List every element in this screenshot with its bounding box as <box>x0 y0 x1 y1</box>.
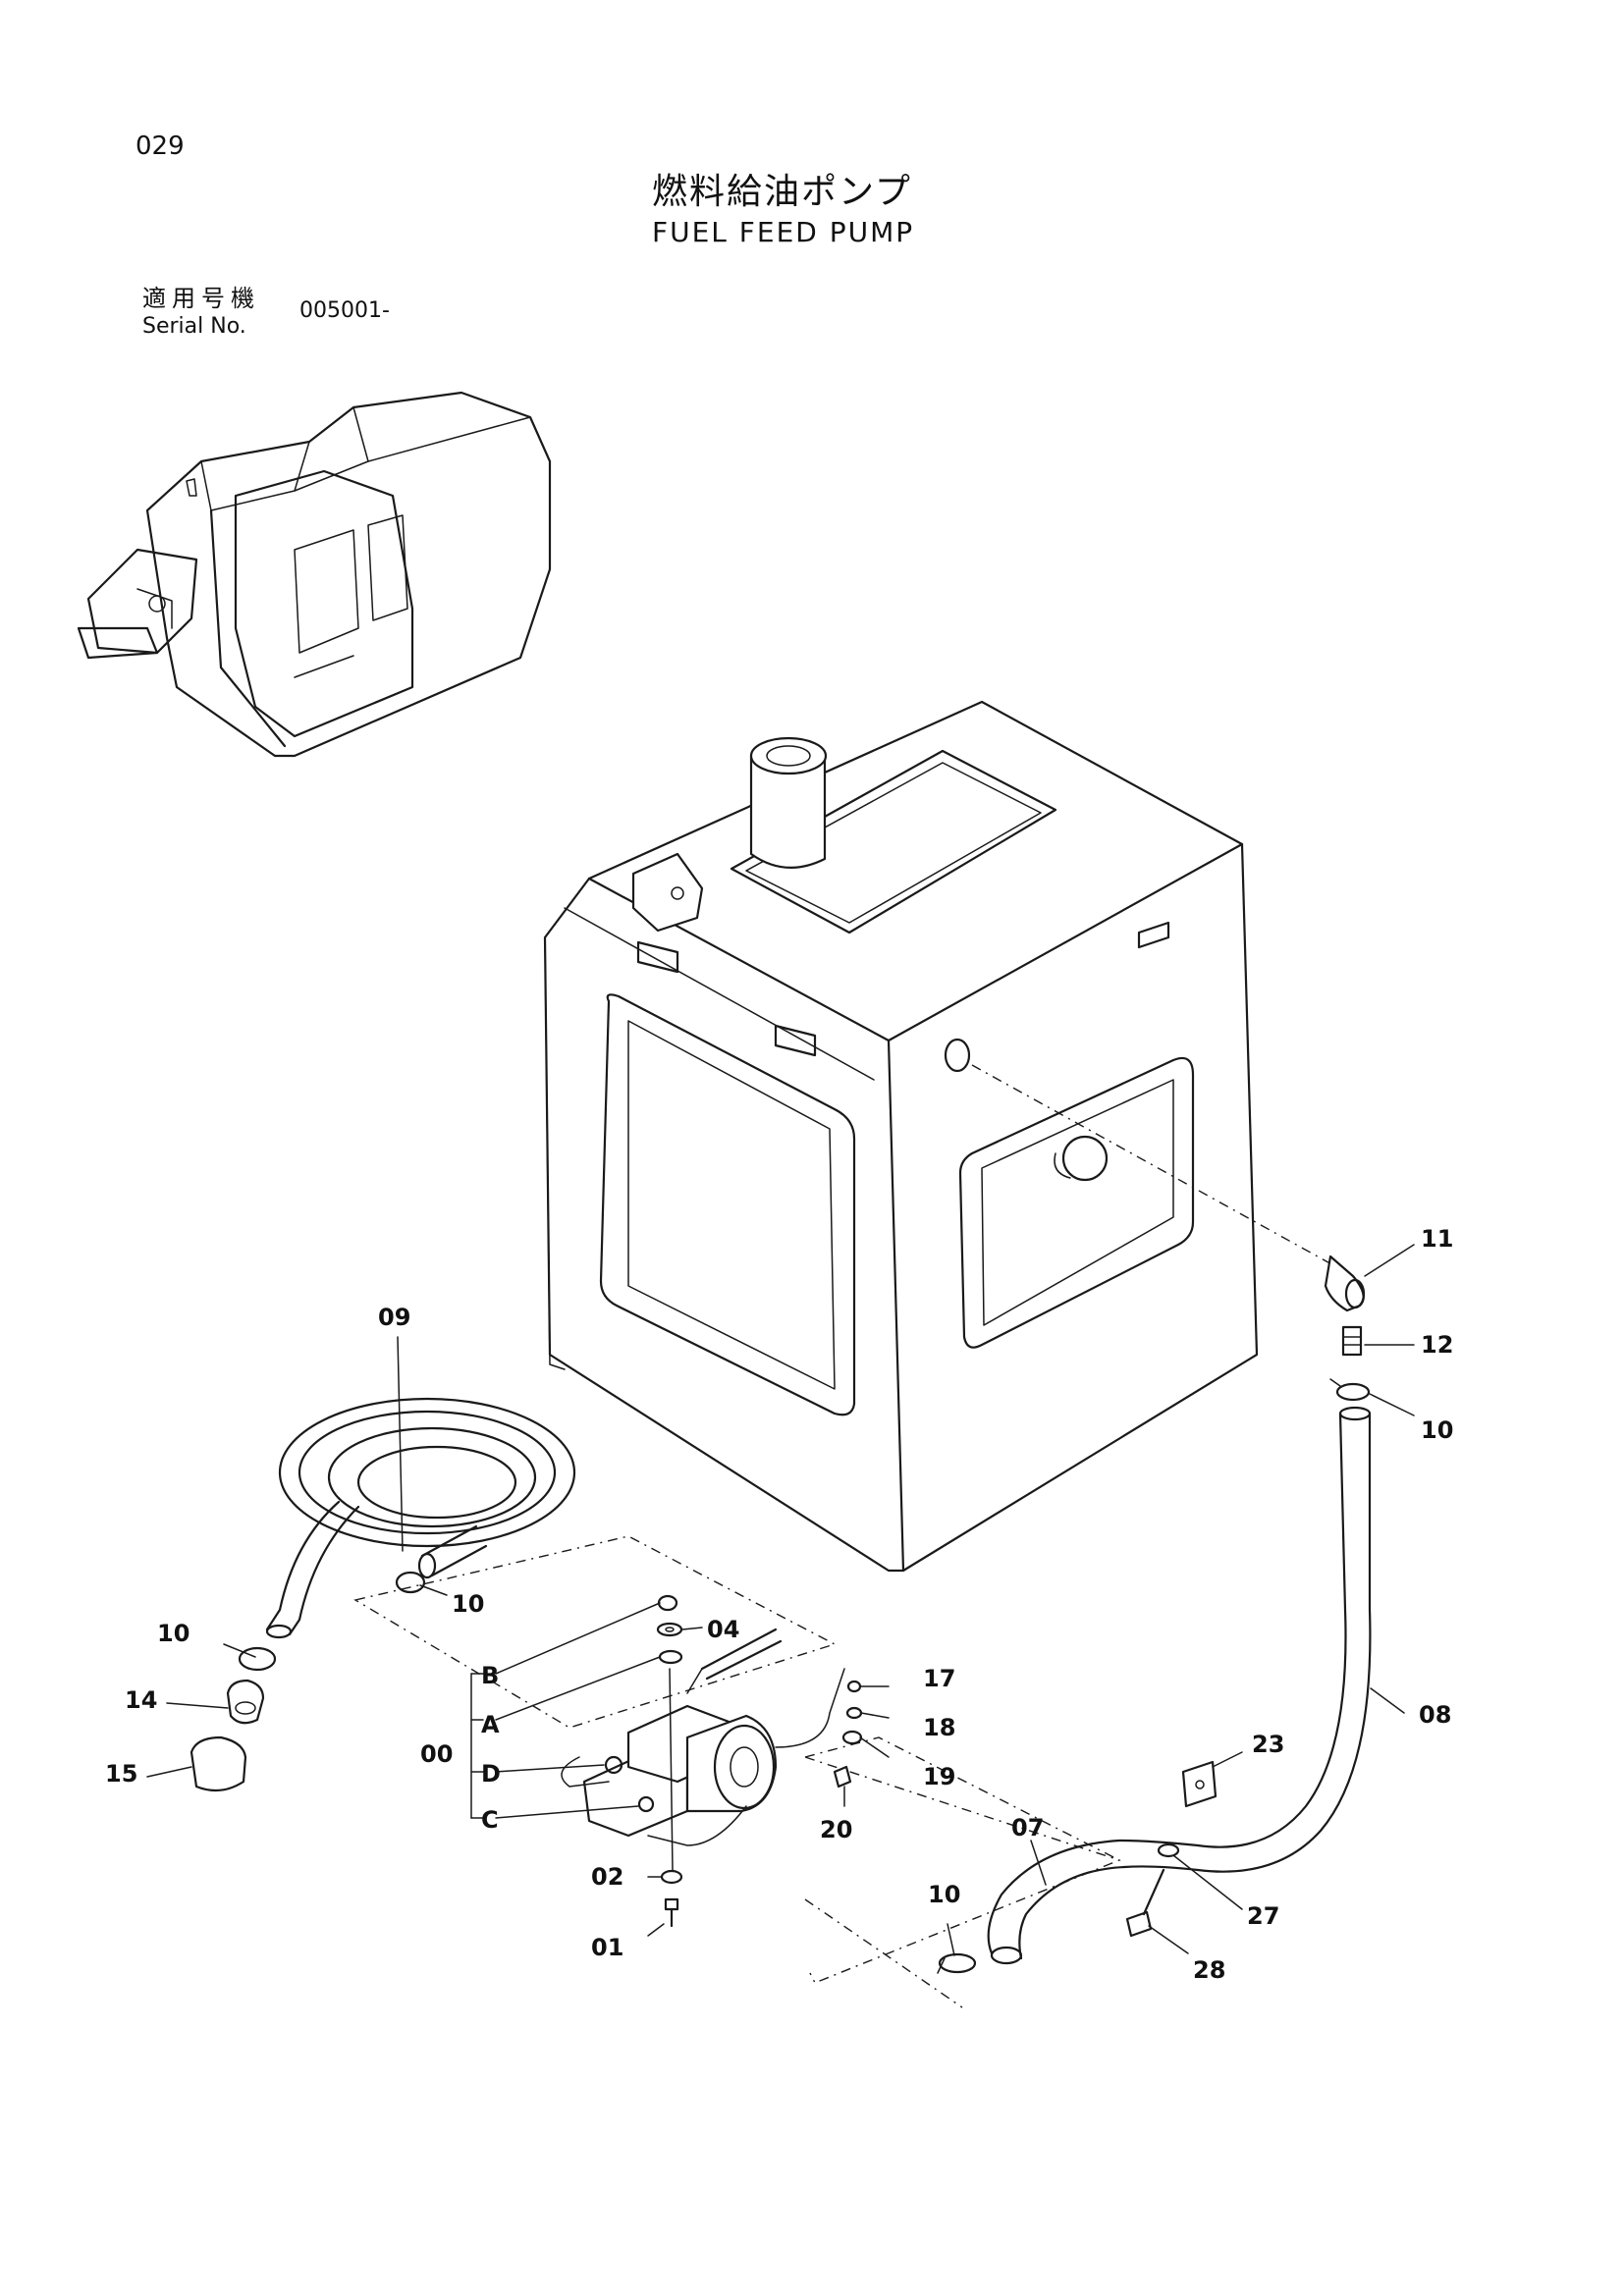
callout-A: A <box>481 1711 500 1738</box>
mounting-bolt <box>1125 1868 1165 1938</box>
nozzle-cap <box>189 1735 247 1792</box>
explode-zone-diagonal <box>804 1756 1120 1861</box>
callout-11: 11 <box>1421 1225 1453 1253</box>
nipple-fitting <box>1341 1325 1363 1357</box>
pump-washer-mid <box>658 1649 683 1665</box>
nozzle <box>226 1679 265 1725</box>
callout-02: 02 <box>591 1863 623 1891</box>
callout-D: D <box>481 1760 501 1788</box>
callout-14: 14 <box>125 1686 157 1714</box>
callout-27: 27 <box>1247 1902 1279 1930</box>
serial-label-english: Serial No. <box>142 314 246 339</box>
terminal-nut-17 <box>846 1680 862 1693</box>
callout-19: 19 <box>923 1763 955 1790</box>
explode-zone-right <box>804 1736 1121 1984</box>
serial-label-japanese: 適用号機 <box>142 285 260 312</box>
suction-hose-coil <box>265 1397 576 1639</box>
pump-nut <box>657 1594 678 1612</box>
callout-20: 20 <box>820 1816 852 1843</box>
pump-washer-lower <box>660 1869 683 1885</box>
callout-00: 00 <box>420 1740 453 1768</box>
fuel-tank <box>543 700 1259 1573</box>
callout-28: 28 <box>1193 1956 1225 1984</box>
page-number: 029 <box>135 132 185 161</box>
callout-01: 01 <box>591 1934 623 1961</box>
callout-10-nozzle: 10 <box>157 1620 189 1647</box>
callout-18: 18 <box>923 1714 955 1741</box>
fuel-feed-pump-assembly <box>561 1628 845 1846</box>
terminal-washer-18 <box>845 1706 863 1720</box>
callout-04: 04 <box>707 1616 739 1643</box>
pump-bolt-axis <box>669 1668 674 1871</box>
terminal-washer-19 <box>841 1730 863 1745</box>
serial-number-value: 005001- <box>299 298 390 323</box>
hose-clamp-coil-end <box>395 1571 426 1594</box>
page-title-japanese: 燃料給油ポンプ <box>652 172 912 212</box>
explode-zone-lower <box>804 1898 963 2008</box>
clip-fastener <box>1157 1842 1180 1858</box>
callout-10-coil: 10 <box>452 1590 484 1618</box>
hose-clamp-nozzle <box>238 1646 277 1672</box>
elbow-fitting <box>1324 1255 1366 1312</box>
wire-clip-20 <box>833 1765 852 1789</box>
callout-08: 08 <box>1419 1701 1451 1729</box>
hose-clamp-lower <box>937 1952 977 1974</box>
excavator-location-thumbnail <box>77 391 552 758</box>
callout-C: C <box>481 1806 499 1834</box>
callout-labels: 11 12 10 09 10 10 14 15 04 B A 00 D C 17… <box>105 1225 1453 1984</box>
explode-zone-top <box>353 1535 837 1729</box>
callout-10-elbow: 10 <box>1421 1416 1453 1444</box>
callout-12: 12 <box>1421 1331 1453 1359</box>
callout-10-lower: 10 <box>928 1881 960 1908</box>
hose-bracket <box>1181 1760 1218 1808</box>
callout-07: 07 <box>1011 1814 1044 1842</box>
assembly-line-tank-to-elbow <box>971 1064 1336 1267</box>
callout-23: 23 <box>1252 1731 1284 1758</box>
callout-09: 09 <box>378 1304 410 1331</box>
callout-B: B <box>481 1662 499 1689</box>
callout-15: 15 <box>105 1760 137 1788</box>
pump-bolt <box>664 1897 679 1928</box>
pump-washer-upper <box>656 1622 683 1637</box>
leader-lines <box>146 1244 1415 1956</box>
hose-clamp-upper <box>1329 1378 1371 1402</box>
fuel-hose-assembly <box>987 1406 1372 1965</box>
callout-17: 17 <box>923 1665 955 1692</box>
page-title-english: FUEL FEED PUMP <box>652 216 915 248</box>
